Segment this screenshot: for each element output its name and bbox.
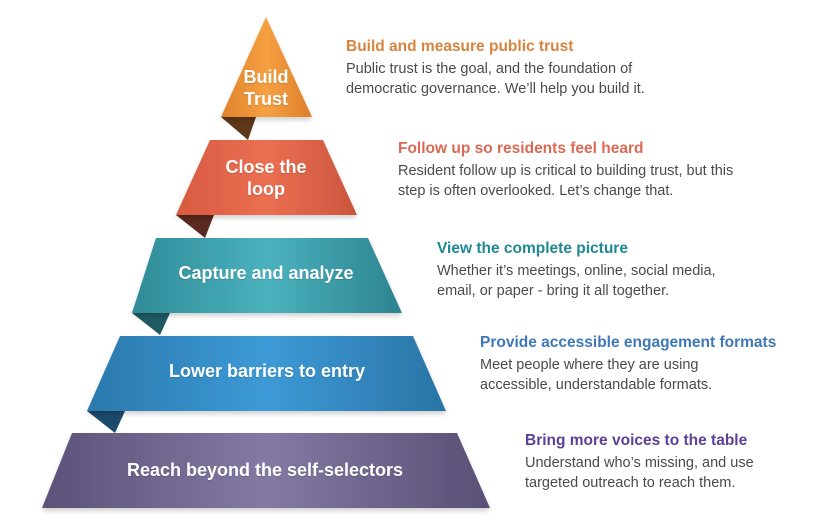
tier-2-desc-line-1: Resident follow up is critical to buildi…	[398, 163, 734, 179]
tier-5-shape	[42, 433, 490, 508]
tier-4-fold	[87, 411, 125, 433]
tier-5-desc-line-1: Understand who’s missing, and use	[525, 455, 754, 471]
tier-1-desc-line-1: Public trust is the goal, and the founda…	[346, 61, 633, 77]
tier-2-description: Follow up so residents feel heard Reside…	[398, 139, 733, 201]
tier-1-heading: Build and measure public trust	[346, 38, 574, 55]
tier-3-shape	[132, 238, 402, 313]
tier-1-label: Build Trust	[226, 66, 306, 110]
tier-3-desc-line-1: Whether it’s meetings, online, social me…	[437, 263, 716, 279]
tier-4-heading: Provide accessible engagement formats	[480, 334, 777, 351]
tier-2-heading: Follow up so residents feel heard	[398, 140, 644, 157]
tier-4-label: Lower barriers to entry	[168, 361, 366, 381]
tier-3-fold	[132, 313, 170, 335]
tier-3-description: View the complete picture Whether it’s m…	[437, 239, 716, 301]
tier-2-shape	[176, 140, 357, 215]
tier-5-description: Bring more voices to the table Understan…	[525, 431, 754, 493]
tier-2-fold	[176, 215, 214, 238]
tier-2-label-line-2: loop	[247, 179, 285, 199]
tier-1-shape	[221, 17, 312, 117]
tier-3-desc-line-2: email, or paper - bring it all together.	[437, 282, 670, 299]
tier-2-label-line-1: Close the	[225, 157, 307, 177]
tier-3-heading: View the complete picture	[437, 240, 628, 257]
tier-1-description: Build and measure public trust Public tr…	[346, 37, 645, 99]
tier-2-label: Close the loop	[196, 156, 336, 200]
tier-1-fold	[221, 117, 256, 140]
tier-5-desc-line-2: targeted outreach to reach them.	[525, 474, 736, 491]
tier-4-description: Provide accessible engagement formats Me…	[480, 333, 776, 395]
tier-1-label-line-2: Trust	[243, 89, 288, 109]
tier-4-desc-line-1: Meet people where they are using	[480, 357, 699, 373]
tier-5-heading: Bring more voices to the table	[525, 432, 748, 449]
tier-2-desc-line-2: step is often overlooked. Let’s change t…	[398, 182, 674, 199]
tier-4-desc-line-2: accessible, understandable formats.	[480, 376, 713, 393]
tier-1-label-line-1: Build	[243, 67, 289, 87]
tier-5-label: Reach beyond the self-selectors	[126, 460, 404, 480]
tier-4-shape	[87, 336, 446, 411]
tier-3-label: Capture and analyze	[178, 263, 354, 283]
tier-1-desc-line-2: democratic governance. We’ll help you bu…	[346, 80, 645, 97]
